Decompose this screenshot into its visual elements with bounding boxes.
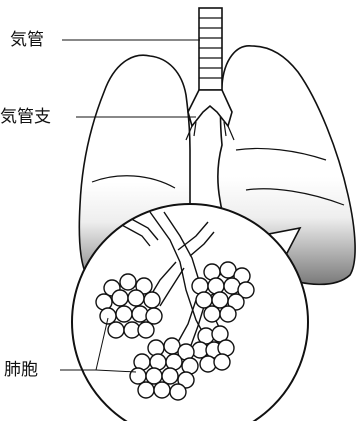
bronchus-label: 気管支 bbox=[0, 107, 51, 127]
trachea-label: 気管 bbox=[10, 30, 44, 50]
trachea bbox=[199, 8, 222, 90]
alveoli-label: 肺胞 bbox=[4, 360, 38, 380]
